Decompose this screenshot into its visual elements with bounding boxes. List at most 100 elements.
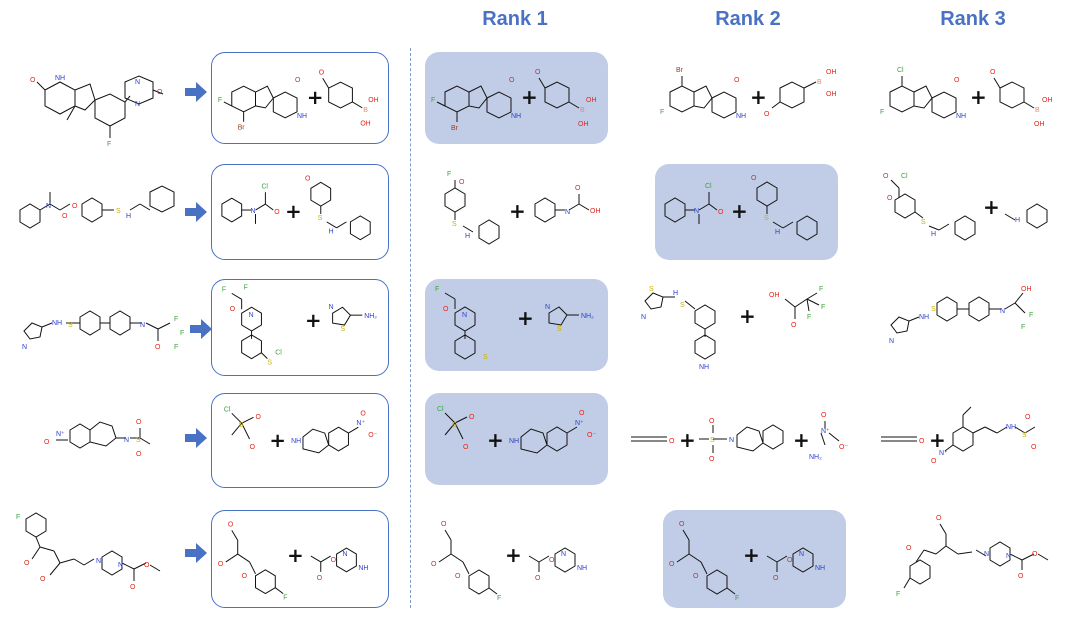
atom-h: H [465, 233, 470, 240]
atom-oh: OH [578, 121, 589, 128]
atom-o: O [990, 69, 996, 76]
atom-o: O [669, 561, 675, 568]
plus-sign: + [521, 85, 538, 109]
row-4-ground-truth: Cl S O O + NH N⁺ O O⁻ [211, 393, 389, 488]
atom-o: O [155, 344, 161, 351]
row-5-rank-1: O O O F + O O N NH [425, 510, 608, 608]
atom-n+: N⁺ [939, 450, 948, 457]
row-5-rank-3: O O F N N O O [880, 510, 1070, 608]
atom-o: O [718, 209, 724, 216]
atom-b: B [363, 107, 368, 114]
atom-cl: Cl [261, 183, 268, 190]
row-1-rank-3: Cl F O NH + O B OH OH [870, 52, 1070, 144]
atom-s: S [267, 360, 272, 367]
atom-o: O [130, 584, 136, 591]
row-2-ground-truth: N Cl O + O S H [211, 164, 389, 260]
atom-o: O [679, 521, 685, 528]
atom-s: S [452, 422, 457, 429]
atom-f: F [431, 97, 435, 104]
atom-cl: Cl [275, 350, 282, 357]
atom-o: O [274, 209, 280, 216]
atom-o: O [256, 414, 262, 421]
atom-n: N [694, 208, 699, 215]
atom-o: O [575, 185, 581, 192]
arrow-icon [185, 428, 207, 448]
atom-s: S [452, 221, 457, 228]
atom-s: S [680, 302, 685, 309]
atom-o: O [883, 173, 889, 180]
atom-n: N [135, 79, 140, 86]
plus-sign: + [517, 306, 534, 330]
atom-o: O [218, 561, 224, 568]
atom-n: N [641, 314, 646, 321]
atom-o: O [1032, 551, 1038, 558]
atom-n+: N⁺ [56, 431, 65, 438]
atom-n: N [565, 209, 570, 216]
atom-o: O [30, 77, 36, 84]
row-1-ground-truth: F Br O NH + O B OH OH [211, 52, 389, 144]
atom-oh: OH [826, 91, 837, 98]
atom-f: F [107, 141, 111, 148]
row-2-product: N O O S H [10, 172, 190, 252]
atom-oh: OH [826, 69, 837, 76]
atom-n: N [140, 322, 145, 329]
atom-o: O [906, 545, 912, 552]
atom-f: F [174, 344, 178, 351]
atom-b: B [817, 79, 822, 86]
atom-cl: Cl [705, 183, 712, 190]
atom-cl: Cl [224, 406, 231, 413]
atom-nh: NH [736, 113, 746, 120]
atom-nh: NH [358, 565, 368, 572]
atom-s: S [341, 326, 346, 333]
atom-o: O [431, 561, 437, 568]
atom-o: O [230, 306, 236, 313]
row-3-rank-2: N S H S NH + OH O F F F [635, 279, 845, 371]
atom-o-: O⁻ [839, 444, 848, 451]
row-3-rank-1: F O N S + N S NH₂ [425, 279, 608, 371]
atom-n: N [46, 203, 51, 210]
atom-o: O [136, 419, 142, 426]
atom-n: N [249, 312, 254, 319]
atom-f: F [244, 284, 248, 291]
atom-o: O [773, 575, 779, 582]
atom-nh2: NH₂ [809, 454, 822, 461]
row-1-rank-2: Br F O NH + O B OH OH [650, 52, 850, 144]
atom-s: S [557, 326, 562, 333]
plus-sign: + [269, 429, 286, 452]
atom-o: O [734, 77, 740, 84]
rank-2-header: Rank 2 [715, 8, 781, 30]
column-divider [410, 48, 411, 608]
atom-o: O [936, 515, 942, 522]
atom-o: O [693, 573, 699, 580]
row-1-product: O NH N N O F [15, 50, 165, 150]
atom-oh: OH [360, 121, 370, 128]
atom-n: N [545, 304, 550, 311]
atom-o: O [549, 557, 555, 564]
atom-o: O [250, 444, 256, 451]
atom-o: O [242, 573, 248, 580]
atom-oh: OH [586, 97, 597, 104]
atom-n: N [22, 344, 27, 351]
atom-o: O [228, 521, 234, 528]
atom-o: O [1018, 573, 1024, 580]
atom-nh: NH [956, 113, 966, 120]
atom-f: F [1021, 324, 1025, 331]
atom-o: O [360, 410, 366, 417]
atom-b: B [1035, 107, 1040, 114]
row-5-rank-2: O O O F + O O N NH [663, 510, 846, 608]
row-2-rank-3: O Cl O S H + H [875, 164, 1070, 260]
row-5-product: F O O N N O O [10, 505, 185, 610]
atom-nh: NH [52, 320, 62, 327]
atom-o: O [579, 410, 585, 417]
atom-nh: NH [511, 113, 521, 120]
atom-o: O [931, 458, 937, 465]
atom-o: O [791, 322, 797, 329]
atom-oh: OH [1021, 286, 1032, 293]
atom-o: O [443, 306, 449, 313]
atom-s: S [239, 422, 244, 429]
rank-3-header: Rank 3 [940, 8, 1006, 30]
atom-n: N [251, 208, 256, 215]
plus-sign: + [509, 199, 526, 223]
atom-o: O [62, 213, 68, 220]
atom-o: O [459, 179, 465, 186]
